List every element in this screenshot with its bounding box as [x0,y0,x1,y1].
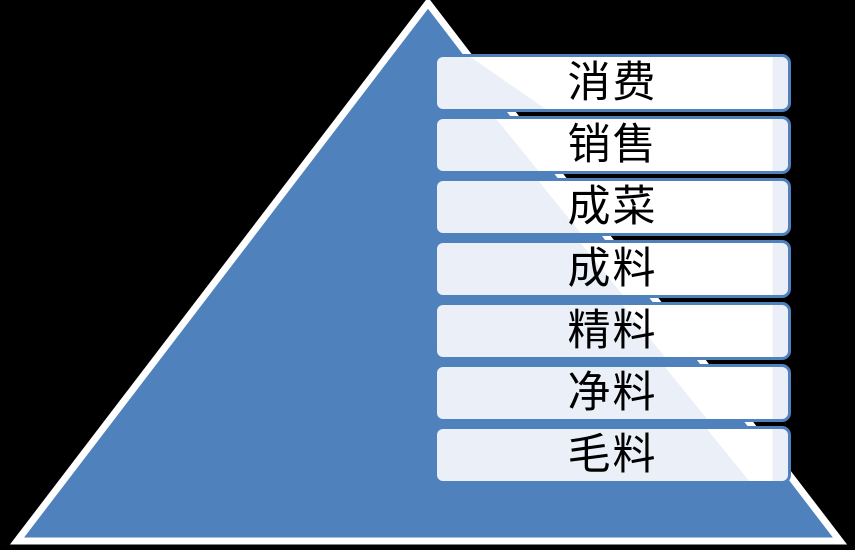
pyramid-row-6[interactable]: 净料 [434,364,791,422]
pyramid-row-5[interactable]: 精料 [434,302,791,360]
pyramid-row-label: 成料 [567,245,658,293]
pyramid-row-label: 消费 [567,59,658,107]
pyramid-row-label: 销售 [567,121,658,169]
pyramid-row-4[interactable]: 成料 [434,240,791,298]
pyramid-row-label: 净料 [567,369,658,417]
pyramid-row-label: 成菜 [567,183,658,231]
pyramid-row-stack: 消费 销售 成菜 成料 精料 [434,54,791,492]
pyramid-row-label: 精料 [567,307,658,355]
pyramid-row-3[interactable]: 成菜 [434,178,791,236]
pyramid-row-label: 毛料 [567,431,658,479]
pyramid-row-7[interactable]: 毛料 [434,426,791,484]
pyramid-row-2[interactable]: 销售 [434,116,791,174]
pyramid-row-1[interactable]: 消费 [434,54,791,112]
